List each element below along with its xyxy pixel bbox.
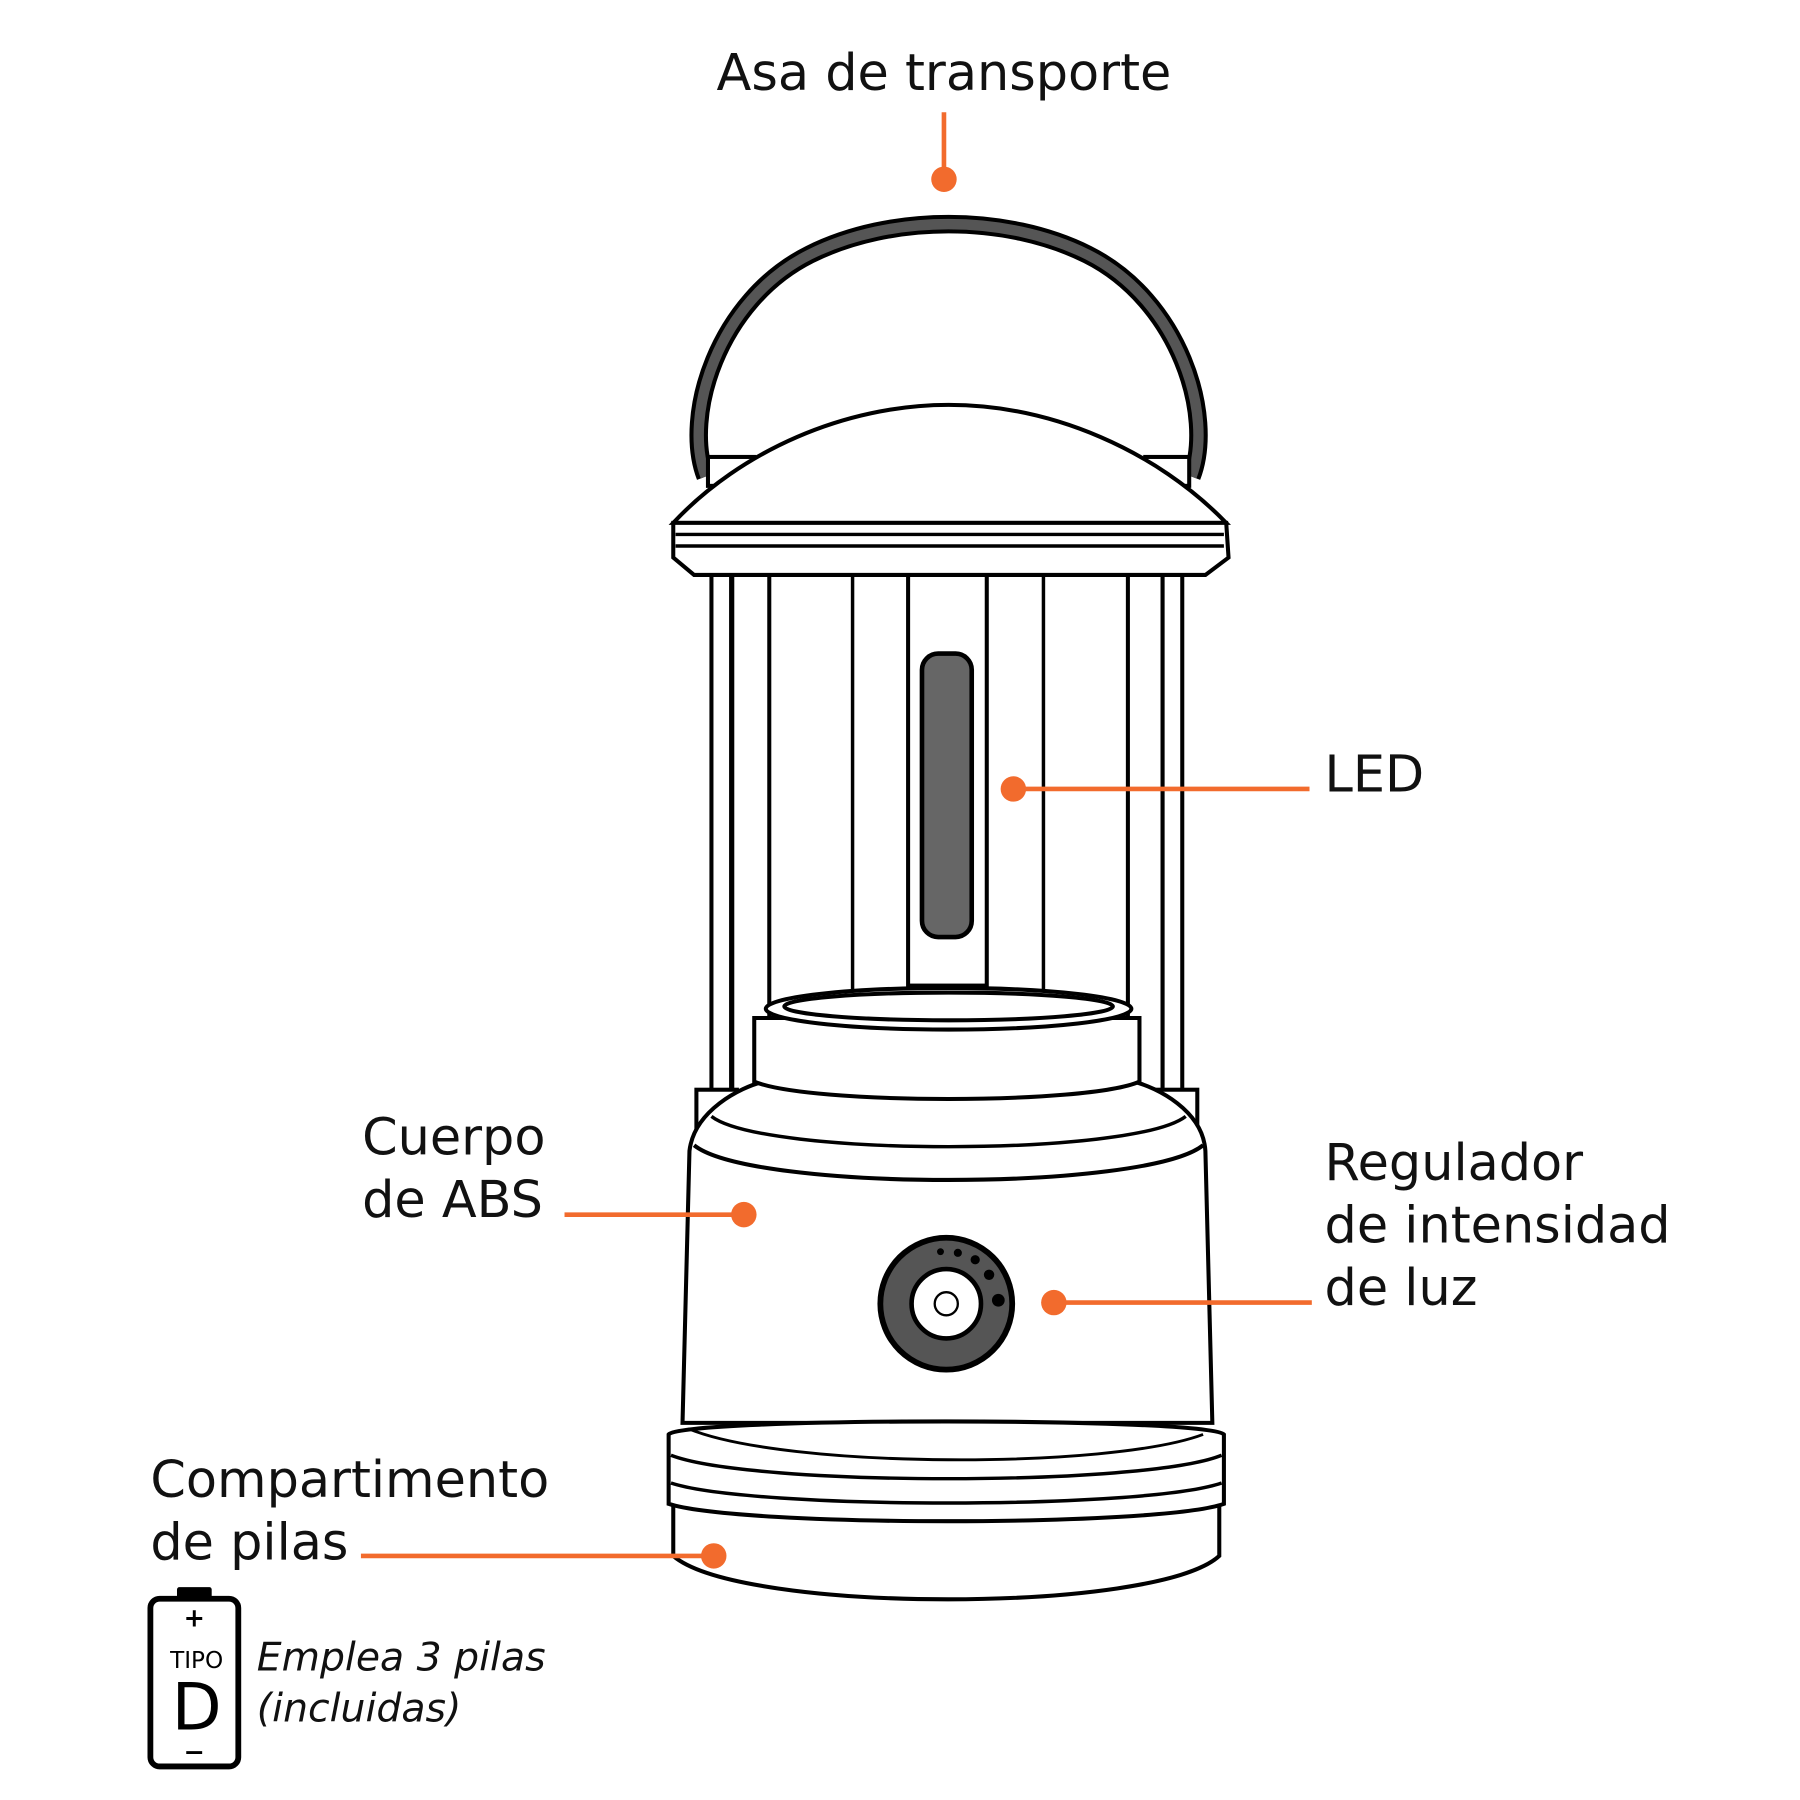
- label-dimmer-3: de luz: [1325, 1259, 1478, 1318]
- callout-dimmer: Regulador de intensidad de luz: [1041, 1134, 1671, 1318]
- label-battery-1: Compartimento: [150, 1451, 549, 1510]
- callout-body: Cuerpo de ABS: [362, 1108, 757, 1230]
- callout-led: LED: [1000, 745, 1425, 804]
- label-body-1: Cuerpo: [362, 1108, 545, 1167]
- label-dimmer-2: de intensidad: [1325, 1196, 1671, 1255]
- battery-minus: −: [184, 1737, 205, 1767]
- globe: [850, 572, 1046, 995]
- dome-cap: [668, 402, 1232, 577]
- callout-handle: Asa de transporte: [717, 44, 1172, 193]
- battery-compartment: [666, 1419, 1226, 1602]
- battery-type-label: TIPO: [169, 1648, 223, 1674]
- label-battery-2: de pilas: [150, 1513, 348, 1572]
- callout-battery: Compartimento de pilas: [150, 1451, 727, 1572]
- battery-type: D: [172, 1670, 222, 1745]
- carry-handle: [689, 214, 1208, 480]
- battery-d-icon: + TIPO D −: [147, 1587, 242, 1770]
- battery-note-2: (incluidas): [257, 1685, 462, 1731]
- dimmer-knob[interactable]: [877, 1234, 1016, 1373]
- label-led: LED: [1325, 745, 1425, 804]
- label-handle: Asa de transporte: [717, 44, 1172, 103]
- label-dimmer-1: Regulador: [1325, 1134, 1584, 1193]
- battery-note-1: Emplea 3 pilas: [257, 1634, 546, 1680]
- battery-plus: +: [184, 1602, 205, 1632]
- led-strip: [919, 651, 975, 940]
- label-body-2: de ABS: [362, 1171, 543, 1230]
